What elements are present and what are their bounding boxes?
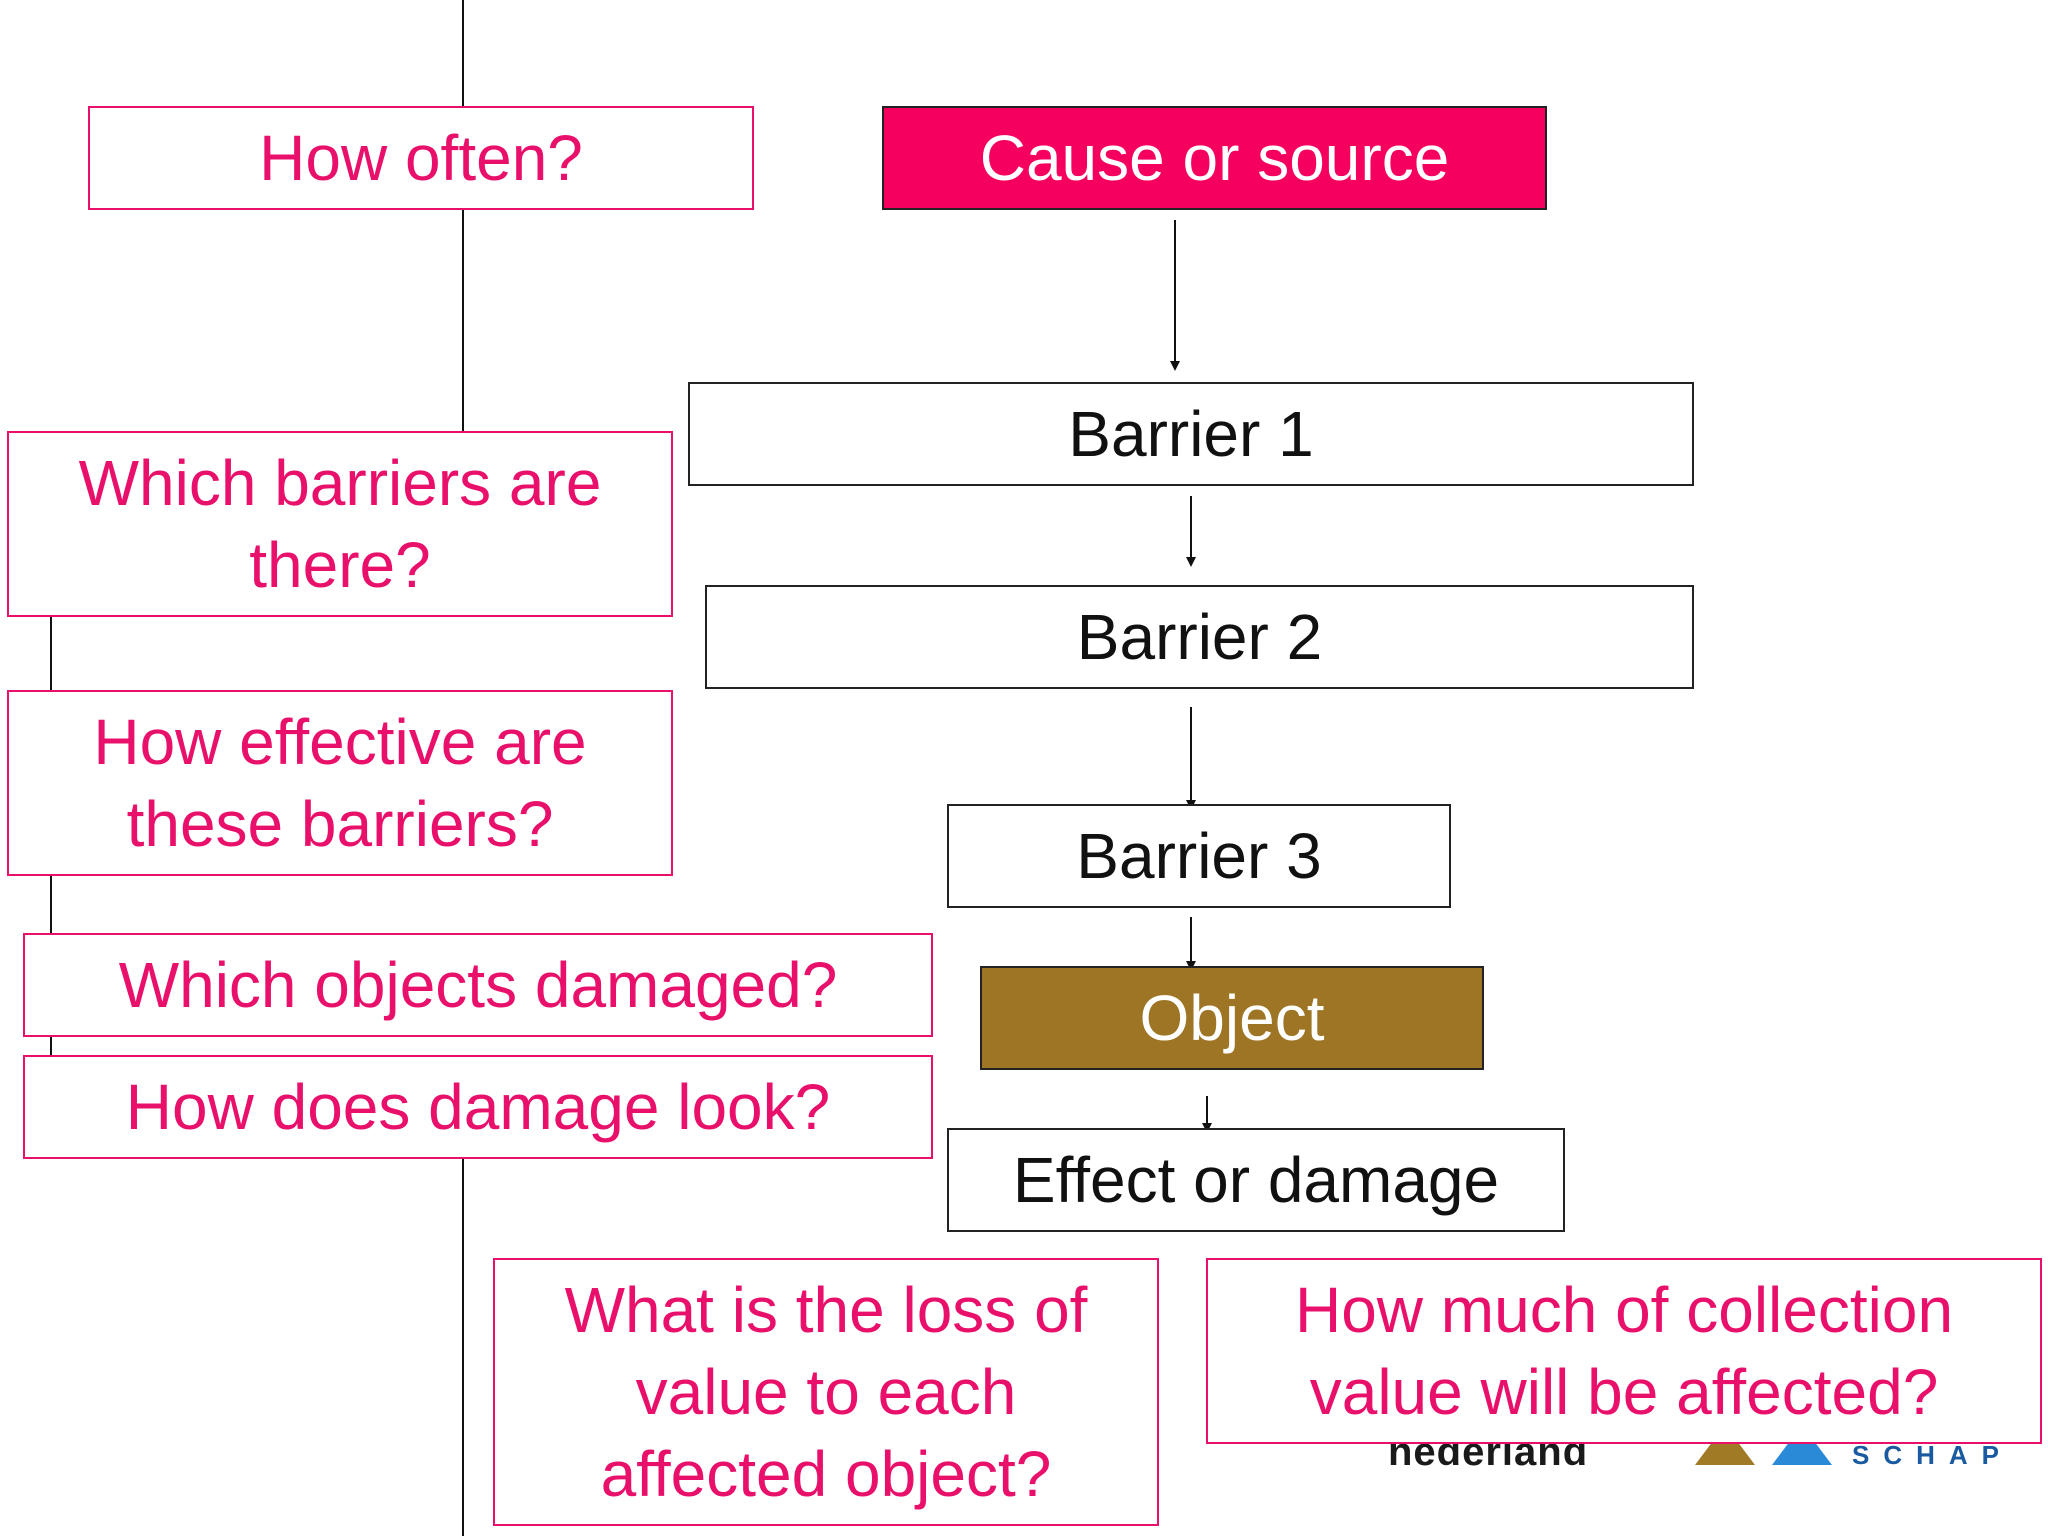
damage-look-box: How does damage look? — [23, 1055, 933, 1159]
collection-value-line-1: How much of collection — [1294, 1274, 1954, 1346]
which-barriers-box: Which barriers are there? — [7, 431, 673, 617]
barrier-1-box: Barrier 1 — [688, 382, 1694, 486]
barrier-3-box: Barrier 3 — [947, 804, 1451, 908]
cause-label: Cause or source — [979, 122, 1450, 194]
object-label: Object — [1139, 982, 1325, 1054]
how-often-box: How often? — [88, 106, 754, 210]
loss-of-value-box: What is the loss of value to each affect… — [493, 1258, 1159, 1526]
damage-look-label: How does damage look? — [125, 1071, 831, 1143]
logo-blue-shape — [1772, 1425, 1832, 1465]
loss-of-value-line-1: What is the loss of — [564, 1274, 1088, 1346]
barrier-1-label: Barrier 1 — [1068, 398, 1314, 470]
barrier-2-box: Barrier 2 — [705, 585, 1694, 689]
how-effective-line-2: these barriers? — [126, 788, 554, 860]
loss-of-value-line-2: value to each — [635, 1356, 1017, 1428]
which-barriers-line-2: there? — [249, 529, 431, 601]
logo-sub-fragment: SCHAP — [1852, 1440, 2014, 1470]
how-often-label: How often? — [259, 122, 583, 194]
cause-box: Cause or source — [882, 106, 1547, 210]
collection-value-line-2: value will be affected? — [1309, 1356, 1939, 1428]
which-objects-label: Which objects damaged? — [118, 949, 838, 1021]
logo-gold-shape — [1695, 1425, 1755, 1465]
how-effective-box: How effective are these barriers? — [7, 690, 673, 876]
barrier-2-label: Barrier 2 — [1076, 601, 1323, 673]
effect-label: Effect or damage — [1012, 1144, 1500, 1216]
loss-of-value-line-3: affected object? — [600, 1438, 1052, 1510]
object-box: Object — [980, 966, 1484, 1070]
barrier-3-label: Barrier 3 — [1076, 820, 1322, 892]
collection-value-box: How much of collection value will be aff… — [1206, 1258, 2042, 1444]
which-barriers-line-1: Which barriers are — [78, 447, 602, 519]
how-effective-line-1: How effective are — [93, 706, 587, 778]
effect-box: Effect or damage — [947, 1128, 1565, 1232]
which-objects-box: Which objects damaged? — [23, 933, 933, 1037]
